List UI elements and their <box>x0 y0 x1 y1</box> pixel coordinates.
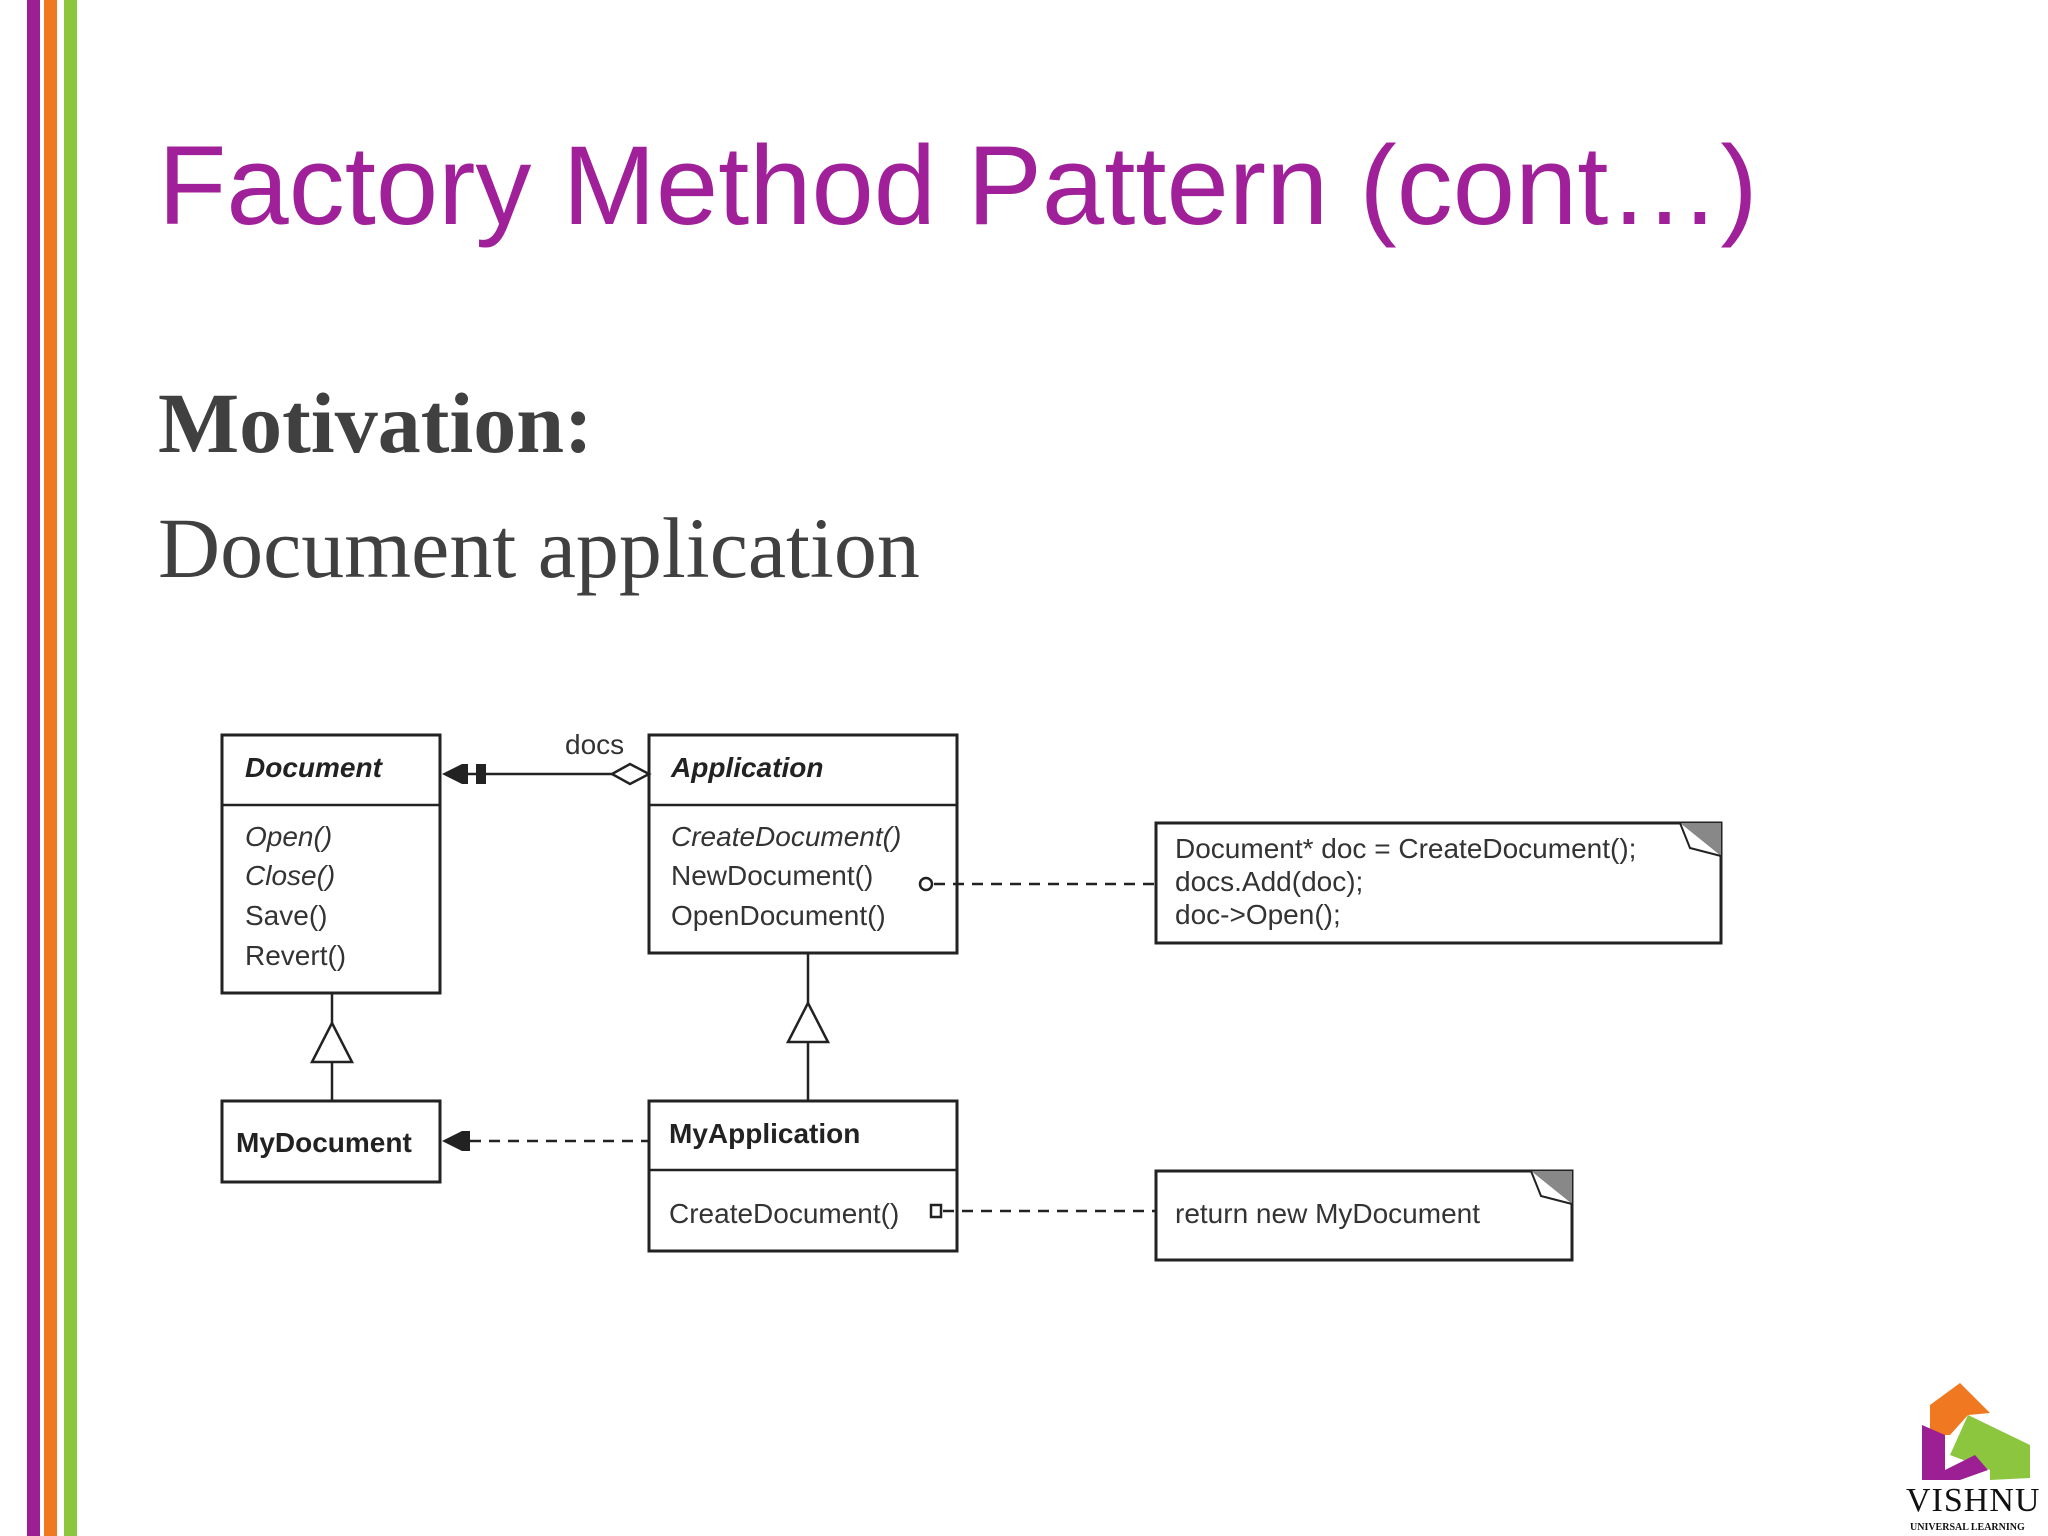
class-name: Application <box>670 752 823 783</box>
note-line: return new MyDocument <box>1175 1198 1480 1229</box>
method: CreateDocument() <box>669 1198 899 1229</box>
aggregation-diamond-icon <box>609 762 652 786</box>
stripe-green <box>64 0 77 1536</box>
method: CreateDocument() <box>671 821 901 852</box>
class-my-document: MyDocument <box>220 1099 442 1184</box>
method: Open() <box>245 821 332 852</box>
method: Save() <box>245 900 327 931</box>
note-line: doc->Open(); <box>1175 899 1341 930</box>
note-line: Document* doc = CreateDocument(); <box>1175 833 1636 864</box>
note-link-new-document <box>918 876 1156 892</box>
inheritance-triangle-icon <box>785 1000 831 1044</box>
motivation-subheading: Document application <box>158 500 920 596</box>
slide-title: Factory Method Pattern (cont…) <box>158 123 1758 248</box>
note-create-document: return new MyDocument <box>1154 1169 1574 1262</box>
aggregation-docs: docs <box>442 729 652 786</box>
motivation-heading: Motivation: <box>158 375 593 471</box>
stripe-orange <box>44 0 57 1536</box>
inheritance-document <box>309 993 355 1101</box>
class-name: MyApplication <box>669 1118 860 1149</box>
dependency-creates <box>442 1131 649 1151</box>
arrowhead-icon <box>442 764 462 784</box>
class-name: Document <box>245 752 384 783</box>
arrowhead-icon <box>442 1131 462 1151</box>
method: NewDocument() <box>671 860 873 891</box>
note-link-create-document <box>929 1203 1156 1219</box>
logo-tagline: UNIVERSAL LEARNING <box>1910 1522 2025 1533</box>
inheritance-triangle-icon <box>309 1020 355 1064</box>
method: Close() <box>245 860 335 891</box>
method: OpenDocument() <box>671 900 886 931</box>
note-new-document: Document* doc = CreateDocument(); docs.A… <box>1154 821 1723 945</box>
stripe-purple <box>27 0 40 1536</box>
logo-name: VISHNU <box>1906 1482 2041 1519</box>
class-application: Application CreateDocument() NewDocument… <box>647 733 959 955</box>
class-my-application: MyApplication CreateDocument() <box>647 1099 959 1253</box>
method: Revert() <box>245 940 346 971</box>
class-document: Document Open() Close() Save() Revert() <box>220 733 442 995</box>
note-line: docs.Add(doc); <box>1175 866 1363 897</box>
association-label: docs <box>565 729 624 760</box>
class-name: MyDocument <box>236 1127 412 1158</box>
inheritance-application <box>785 953 831 1101</box>
vishnu-logo <box>1922 1383 2030 1480</box>
